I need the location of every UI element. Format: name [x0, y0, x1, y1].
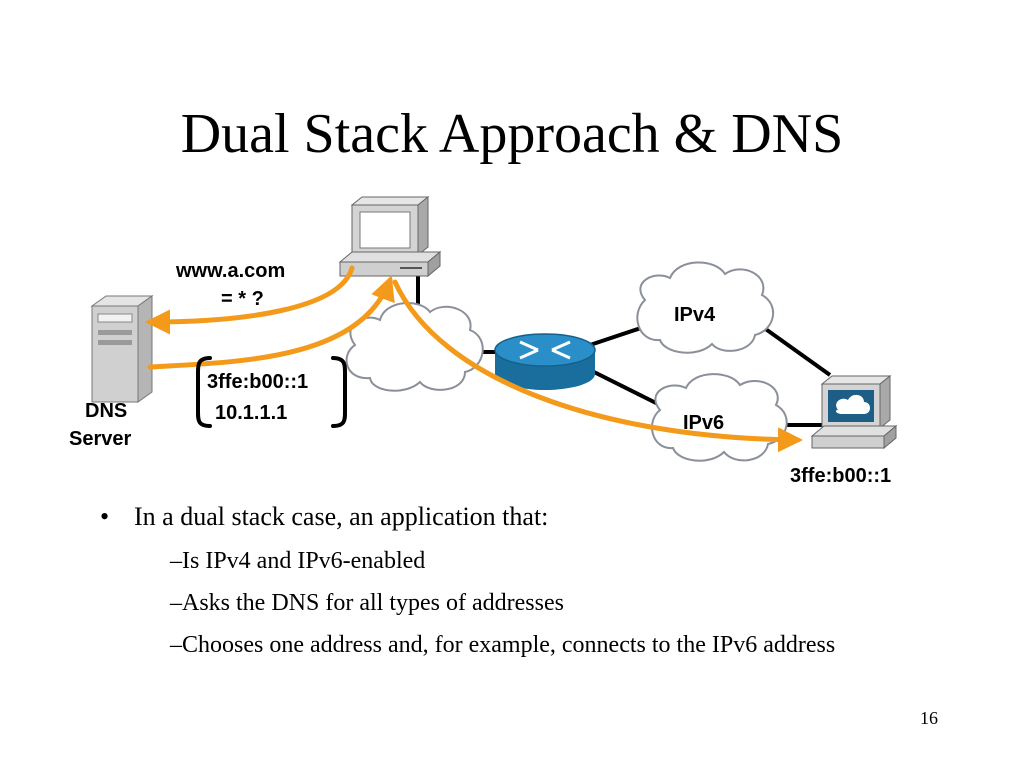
- answer-brace: [196, 356, 347, 428]
- sub-bullet-3: –Chooses one address and, for example, c…: [170, 632, 836, 658]
- destination-workstation-icon: [810, 374, 898, 450]
- flow-arrows: [145, 265, 803, 453]
- bullet-list: • In a dual stack case, an application t…: [100, 500, 920, 660]
- dns-server-label-line2: Server: [69, 428, 132, 450]
- bullet-dot: •: [100, 502, 110, 531]
- answer-label-line1: 3ffe:b00::1: [207, 371, 309, 393]
- bullet-main: • In a dual stack case, an application t…: [100, 500, 920, 534]
- ipv6-cloud-label: IPv6: [683, 412, 725, 434]
- sub-bullet-2: –Asks the DNS for all types of addresses: [170, 590, 564, 616]
- query-label-line2: = * ?: [221, 288, 264, 310]
- center-cloud: [345, 301, 484, 392]
- bullet-main-text: In a dual stack case, an application tha…: [134, 502, 549, 531]
- dns-server-label-line1: DNS: [85, 400, 128, 422]
- slide-title: Dual Stack Approach & DNS: [180, 103, 844, 165]
- client-workstation-icon: [338, 195, 442, 278]
- ipv6-connection-arrow: [392, 279, 803, 453]
- answer-label-line2: 10.1.1.1: [215, 402, 288, 424]
- destination-address-label: 3ffe:b00::1: [790, 465, 892, 487]
- sub-bullet-1: –Is IPv4 and IPv6-enabled: [170, 548, 426, 574]
- query-label-line1: www.a.com: [176, 260, 286, 282]
- ipv4-cloud: [636, 261, 775, 354]
- ipv4-cloud-label: IPv4: [674, 304, 716, 326]
- router-icon: [494, 333, 596, 390]
- page-number: 16: [920, 708, 938, 728]
- dns-query-arrow: [145, 265, 355, 335]
- dns-response-arrow: [147, 275, 395, 370]
- dns-server-icon: [90, 295, 154, 403]
